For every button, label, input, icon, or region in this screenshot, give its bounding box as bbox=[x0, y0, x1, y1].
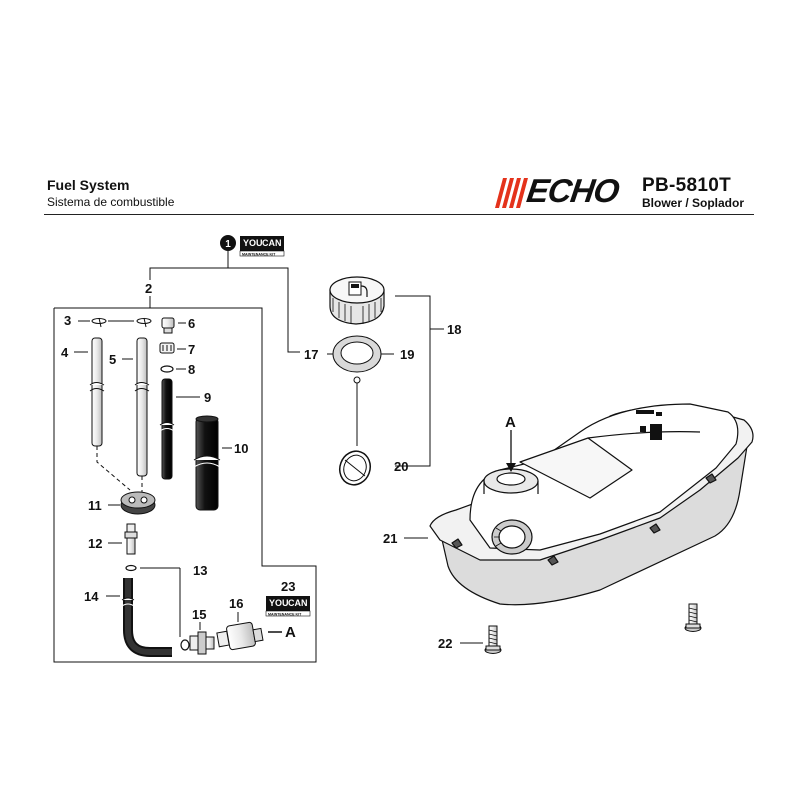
kit-box-2 bbox=[53, 296, 317, 663]
part-label-14: 14 bbox=[84, 589, 99, 604]
part-label-4: 4 bbox=[61, 345, 69, 360]
part-20-tether bbox=[339, 376, 371, 486]
ref-label-a-tank: A bbox=[505, 414, 516, 431]
part-14-elbow-hose bbox=[121, 578, 172, 657]
part-label-16: 16 bbox=[229, 596, 243, 611]
part-22-screw-a bbox=[484, 625, 502, 654]
header-divider bbox=[44, 214, 754, 215]
part-7-grommet bbox=[159, 342, 175, 354]
part-13-oring-a bbox=[125, 564, 137, 572]
part-label-3: 3 bbox=[64, 313, 71, 328]
part-label-2: 2 bbox=[145, 281, 152, 296]
part-18-fuel-cap bbox=[329, 276, 385, 325]
svg-text:CAN: CAN bbox=[262, 238, 282, 248]
part-11-grommet bbox=[120, 491, 156, 515]
part-label-9: 9 bbox=[204, 390, 211, 405]
part-16-fuel-filter bbox=[216, 621, 264, 651]
part-label-22: 22 bbox=[438, 636, 452, 651]
part-15-connector bbox=[189, 631, 215, 655]
ref-label-a-filter: A bbox=[285, 624, 296, 641]
part-9-fuel-line bbox=[159, 378, 175, 480]
part-label-8: 8 bbox=[188, 362, 195, 377]
part-label-18: 18 bbox=[447, 322, 461, 337]
page-title: Fuel System bbox=[47, 177, 130, 193]
part-label-15: 15 bbox=[192, 607, 206, 622]
part-12-fitting bbox=[124, 523, 138, 555]
part-label-21: 21 bbox=[383, 531, 397, 546]
part-label-12: 12 bbox=[88, 536, 102, 551]
page-subtitle: Sistema de combustible bbox=[47, 195, 175, 209]
part-label-7: 7 bbox=[188, 342, 195, 357]
product-type: Blower / Soplador bbox=[642, 196, 745, 210]
svg-text:CAN: CAN bbox=[288, 598, 308, 608]
model-number: PB-5810T bbox=[642, 175, 731, 196]
part-5-tube bbox=[134, 337, 150, 477]
part-label-13: 13 bbox=[193, 563, 207, 578]
part-8-oring bbox=[160, 365, 174, 373]
part-10-hose bbox=[193, 415, 221, 511]
part-label-6: 6 bbox=[188, 316, 195, 331]
part-19-gasket bbox=[332, 335, 382, 373]
part-6-cap bbox=[161, 317, 175, 334]
svg-text:MAINTENANCE KIT: MAINTENANCE KIT bbox=[242, 253, 276, 257]
kit-badge-1: 1 YOU CAN MAINTENANCE KIT bbox=[220, 235, 285, 257]
part-label-23: 23 bbox=[281, 579, 295, 594]
svg-text:YOU: YOU bbox=[243, 238, 263, 248]
kit-badge-23: YOU CAN MAINTENANCE KIT bbox=[265, 596, 311, 617]
part-label-20: 20 bbox=[394, 459, 408, 474]
part-label-17: 17 bbox=[304, 347, 318, 362]
part-13-oring-b bbox=[180, 639, 190, 651]
part-21-fuel-tank bbox=[429, 403, 754, 606]
part-label-1: 1 bbox=[225, 239, 231, 250]
leader-1 bbox=[149, 251, 300, 353]
svg-text:MAINTENANCE KIT: MAINTENANCE KIT bbox=[268, 613, 302, 617]
part-4-tube bbox=[89, 337, 105, 447]
part-label-5: 5 bbox=[109, 352, 116, 367]
part-label-11: 11 bbox=[88, 498, 102, 513]
echo-logo-stripes bbox=[495, 178, 528, 208]
part-label-19: 19 bbox=[400, 347, 414, 362]
part-label-10: 10 bbox=[234, 441, 248, 456]
part-3-clamp bbox=[91, 317, 152, 328]
part-22-screw-b bbox=[684, 603, 702, 632]
svg-text:YOU: YOU bbox=[269, 598, 289, 608]
